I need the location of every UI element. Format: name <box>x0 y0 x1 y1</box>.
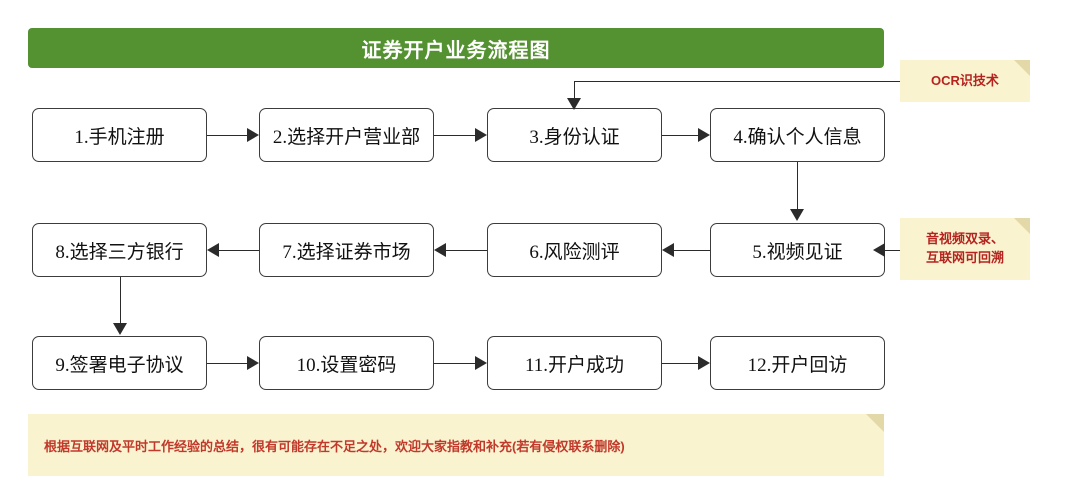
node-label: 11.开户成功 <box>524 354 625 376</box>
arrowhead-2-to-3 <box>475 128 487 142</box>
node-label: 2.选择开户营业部 <box>272 126 421 148</box>
node-9-sign-agreement[interactable]: 9.签署电子协议 <box>32 336 207 390</box>
node-label: 3.身份认证 <box>529 126 620 148</box>
node-7-select-market[interactable]: 7.选择证券市场 <box>259 223 434 277</box>
connector-1-to-2 <box>207 135 247 136</box>
node-10-set-password[interactable]: 10.设置密码 <box>259 336 434 390</box>
node-label: 10.设置密码 <box>296 354 397 376</box>
arrowhead-5-to-6 <box>662 243 674 257</box>
callout-ocr-technology: OCR识技术 <box>900 60 1030 102</box>
connector-6-to-7 <box>446 250 487 251</box>
connector-4-to-5 <box>797 162 798 209</box>
arrowhead-10-to-11 <box>475 356 487 370</box>
node-2-select-branch[interactable]: 2.选择开户营业部 <box>259 108 434 162</box>
node-11-account-opened[interactable]: 11.开户成功 <box>487 336 662 390</box>
node-5-video-witness[interactable]: 5.视频见证 <box>710 223 885 277</box>
arrowhead-4-to-5 <box>790 209 804 221</box>
callout-video-line1: 音视频双录、 <box>925 231 1004 247</box>
node-label: 4.确认个人信息 <box>733 126 862 148</box>
node-6-risk-assessment[interactable]: 6.风险测评 <box>487 223 662 277</box>
footer-note-text: 根据互联网及平时工作经验的总结，很有可能存在不足之处，欢迎大家指教和补充(若有侵… <box>44 438 625 454</box>
connector-8-to-9 <box>120 277 121 323</box>
callout-video-line2: 互联网可回溯 <box>925 250 1004 265</box>
connector-7-to-8 <box>219 250 259 251</box>
arrowhead-ocr-to-node3 <box>567 98 581 110</box>
callout-ocr-label: OCR识技术 <box>931 72 999 88</box>
footer-disclaimer-note: 根据互联网及平时工作经验的总结，很有可能存在不足之处，欢迎大家指教和补充(若有侵… <box>28 414 884 476</box>
connector-3-to-4 <box>662 135 698 136</box>
node-label: 5.视频见证 <box>752 241 843 263</box>
arrowhead-9-to-10 <box>247 356 259 370</box>
arrowhead-7-to-8 <box>207 243 219 257</box>
connector-10-to-11 <box>434 363 475 364</box>
connector-2-to-3 <box>434 135 475 136</box>
callout-video-recording: 音视频双录、 互联网可回溯 <box>900 218 1030 280</box>
connector-9-to-10 <box>207 363 247 364</box>
node-4-confirm-personal-info[interactable]: 4.确认个人信息 <box>710 108 885 162</box>
arrowhead-11-to-12 <box>698 356 710 370</box>
node-12-followup-visit[interactable]: 12.开户回访 <box>710 336 885 390</box>
connector-ocr-horizontal <box>574 81 900 82</box>
node-label: 7.选择证券市场 <box>282 241 411 263</box>
chart-title-banner: 证券开户业务流程图 <box>28 28 884 68</box>
node-3-identity-verification[interactable]: 3.身份认证 <box>487 108 662 162</box>
node-label: 6.风险测评 <box>529 241 620 263</box>
arrowhead-8-to-9 <box>113 323 127 335</box>
node-label: 8.选择三方银行 <box>55 241 184 263</box>
node-label: 1.手机注册 <box>74 126 165 148</box>
arrowhead-1-to-2 <box>247 128 259 142</box>
connector-5-to-6 <box>674 250 710 251</box>
connector-ocr-vertical <box>574 81 575 98</box>
node-label: 9.签署电子协议 <box>55 354 184 376</box>
folded-corner-icon <box>1014 60 1030 76</box>
folded-corner-icon <box>866 414 884 432</box>
node-label: 12.开户回访 <box>747 354 848 376</box>
folded-corner-icon <box>1014 218 1030 234</box>
connector-video-callout <box>885 250 900 251</box>
arrowhead-3-to-4 <box>698 128 710 142</box>
connector-11-to-12 <box>662 363 698 364</box>
arrowhead-6-to-7 <box>434 243 446 257</box>
node-1-mobile-registration[interactable]: 1.手机注册 <box>32 108 207 162</box>
page-title: 证券开户业务流程图 <box>361 39 551 62</box>
node-8-select-bank[interactable]: 8.选择三方银行 <box>32 223 207 277</box>
arrowhead-video-to-node5 <box>873 243 885 257</box>
